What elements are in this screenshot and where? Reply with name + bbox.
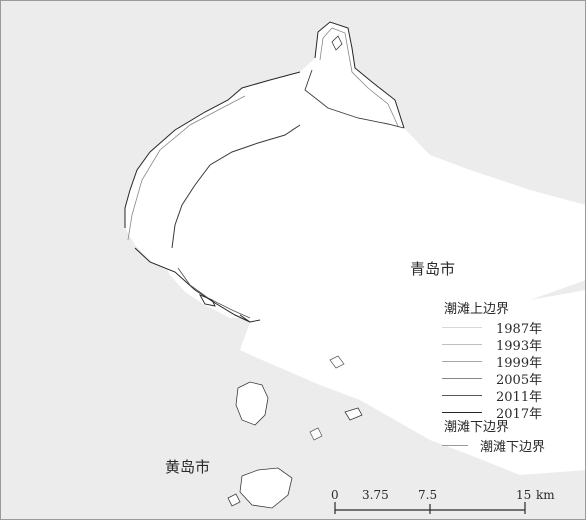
- scale-label-3: 15: [516, 488, 532, 502]
- legend-year: 2017年: [496, 407, 543, 422]
- legend-row-2011: 2011年: [438, 386, 584, 405]
- channel-islets: [309, 355, 345, 441]
- legend-year: 2011年: [496, 390, 543, 405]
- legend-row-2005: 2005年: [438, 369, 584, 388]
- bay-water: [125, 22, 586, 322]
- legend-swatch: [442, 378, 482, 379]
- inner-bay: [155, 118, 300, 318]
- qingdao-label: 青岛市: [410, 260, 456, 278]
- legend-swatch: [442, 412, 482, 413]
- legend-year: 1999年: [496, 356, 543, 371]
- upper-boundary-lines: [124, 71, 301, 323]
- legend-row-1993: 1993年: [438, 335, 584, 354]
- scale-label-1: 3.75: [362, 488, 389, 502]
- scale-label-0: 0: [331, 488, 339, 502]
- legend-lower-title: 潮滩下边界: [444, 420, 510, 435]
- legend-row-1987: 1987年: [438, 318, 584, 337]
- peninsula-outline: [304, 21, 405, 129]
- legend-swatch: [442, 327, 482, 328]
- huangdao-label: 黄岛市: [165, 458, 211, 476]
- legend-row-lower: 潮滩下边界: [438, 436, 584, 455]
- scale-label-2: 7.5: [418, 488, 438, 502]
- legend: 潮滩上边界 1987年 1993年 1999年 2005年 2011年 2017…: [438, 302, 584, 455]
- legend-swatch: [442, 445, 468, 446]
- legend-year: 2005年: [496, 373, 543, 388]
- legend-row-1999: 1999年: [438, 352, 584, 371]
- channel-water: [240, 290, 586, 475]
- islands: [227, 381, 363, 509]
- legend-swatch: [442, 395, 482, 396]
- scale-unit: km: [536, 488, 555, 502]
- legend-row-2017: 2017年: [438, 403, 584, 422]
- legend-year: 1987年: [496, 322, 543, 337]
- legend-year: 1993年: [496, 339, 543, 354]
- scale-bar: 0 3.75 7.5 15 km: [320, 480, 560, 520]
- legend-lower-item: 潮滩下边界: [480, 440, 546, 455]
- legend-swatch: [442, 361, 482, 362]
- legend-upper-title: 潮滩上边界: [444, 302, 510, 317]
- legend-swatch: [442, 344, 482, 345]
- scale-bar-graphic: [334, 502, 526, 514]
